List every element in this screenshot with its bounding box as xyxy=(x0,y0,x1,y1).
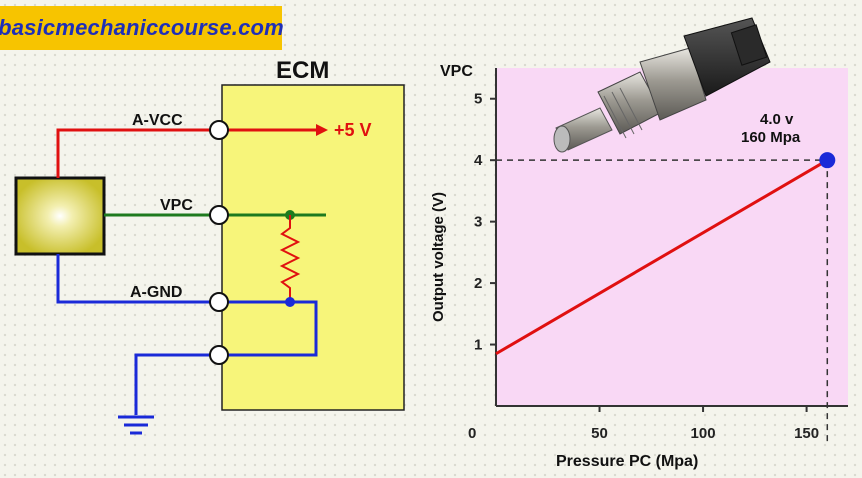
terminal-vpc xyxy=(209,205,229,225)
annotation-voltage: 4.0 v xyxy=(760,111,794,128)
chart-series xyxy=(495,152,836,356)
supply-label: +5 V xyxy=(334,120,372,140)
chart-ticks xyxy=(490,97,808,412)
annotation-point xyxy=(819,152,836,169)
ground-icon xyxy=(118,415,154,435)
y-tick-label: 5 xyxy=(474,91,482,108)
sensor-box xyxy=(14,176,106,256)
y-tick-label: 3 xyxy=(474,214,482,231)
pin-label-avcc: A-VCC xyxy=(132,112,183,129)
chart-xlabel: Pressure PC (Mpa) xyxy=(556,453,698,470)
chart-origin-label: 0 xyxy=(468,425,476,442)
brand-text: basicmechaniccourse.com xyxy=(0,15,284,40)
chart-tick-labels: 1 2 3 4 5 50 100 150 xyxy=(474,91,819,442)
pullup-resistor xyxy=(279,215,301,302)
chart-guides xyxy=(496,159,829,446)
terminal-ground xyxy=(209,345,229,365)
pressure-sensor-illustration xyxy=(553,17,771,153)
chart-ylabel-top: VPC xyxy=(440,63,473,80)
supply-arrow xyxy=(316,124,328,136)
series-line xyxy=(495,158,829,356)
terminal-avcc xyxy=(209,120,229,140)
x-tick-label: 50 xyxy=(591,425,608,442)
y-tick-label: 1 xyxy=(474,337,482,354)
ecm-box xyxy=(221,84,405,411)
agnd-node xyxy=(285,297,295,307)
pin-label-agnd: A-GND xyxy=(130,284,182,301)
ground-wire xyxy=(134,353,222,415)
chart-axes xyxy=(495,68,848,407)
x-tick-label: 100 xyxy=(691,425,716,442)
y-tick-label: 2 xyxy=(474,275,482,292)
agnd-wire xyxy=(56,254,318,357)
pin-label-vpc: VPC xyxy=(160,197,193,214)
annotation-pressure: 160 Mpa xyxy=(741,129,801,146)
y-tick-label: 4 xyxy=(474,152,483,169)
avcc-wire xyxy=(56,128,222,178)
ecm-label: ECM xyxy=(276,57,329,84)
terminal-agnd xyxy=(209,292,229,312)
brand-banner: basicmechaniccourse.com xyxy=(0,6,284,50)
chart-plot-area xyxy=(496,68,848,406)
x-tick-label: 150 xyxy=(794,425,819,442)
chart-ylabel: Output voltage (V) xyxy=(430,192,447,322)
